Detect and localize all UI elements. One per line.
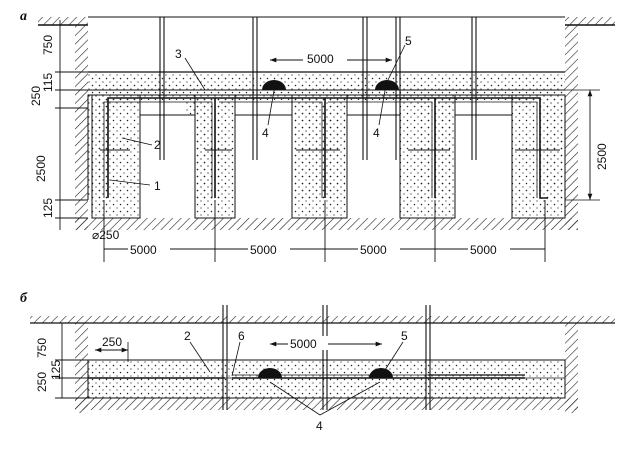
dim-span-3: 5000 — [360, 243, 387, 257]
trench-wall-right-b — [565, 323, 578, 413]
panel-b: б 750 — [20, 291, 615, 433]
dim-span-2: 5000 — [250, 243, 277, 257]
dim-750: 750 — [41, 35, 55, 55]
dim-250-left-b: 250 — [102, 335, 122, 349]
dim-span-4: 5000 — [470, 243, 497, 257]
callout-1: 1 — [154, 179, 161, 193]
dome-markers-a — [262, 80, 399, 90]
dim-diameter: ⌀250 — [92, 228, 120, 242]
dim-250-b: 250 — [35, 372, 49, 392]
dim-pitch-top: 5000 — [307, 52, 334, 66]
dim-span-1: 5000 — [130, 243, 157, 257]
callout-4-a2: 4 — [373, 126, 380, 140]
dim-125-a: 125 — [41, 198, 55, 218]
dim-pitch-b: 5000 — [290, 337, 317, 351]
cable-a — [107, 97, 548, 199]
dim-750-b: 750 — [35, 338, 49, 358]
trench-wall-right — [565, 25, 578, 230]
callout-2-a: 2 — [154, 138, 161, 152]
panel-a: а — [20, 9, 615, 262]
callout-2-b: 2 — [184, 329, 191, 343]
dim-left-b — [55, 322, 88, 399]
dim-125-b: 125 — [49, 360, 63, 380]
dim-left-a — [55, 20, 88, 230]
ground-hatch-left — [38, 17, 88, 25]
leader-lines-a — [109, 44, 406, 186]
panel-a-letter: а — [20, 9, 27, 24]
callout-5-b: 5 — [401, 329, 408, 343]
callout-3: 3 — [175, 47, 182, 61]
dim-2500-right: 2500 — [595, 143, 609, 170]
leader-lines-b — [189, 341, 404, 416]
callout-6: 6 — [238, 329, 245, 343]
stakes-b — [222, 305, 431, 410]
trench-wall-left-b — [75, 323, 88, 413]
panel-b-letter: б — [20, 291, 28, 306]
callout-4-b: 4 — [316, 419, 323, 433]
comb-openings — [139, 114, 513, 218]
trench-bottom — [75, 218, 578, 230]
trench-wall-left — [75, 25, 88, 230]
dim-115: 115 — [41, 73, 55, 92]
dome-markers-b — [258, 368, 393, 378]
callout-5-a: 5 — [405, 34, 412, 48]
dim-2500-left: 2500 — [34, 155, 48, 182]
ground-hatch-right — [565, 17, 615, 25]
callout-4-a1: 4 — [262, 126, 269, 140]
dim-250-a: 250 — [29, 86, 43, 106]
